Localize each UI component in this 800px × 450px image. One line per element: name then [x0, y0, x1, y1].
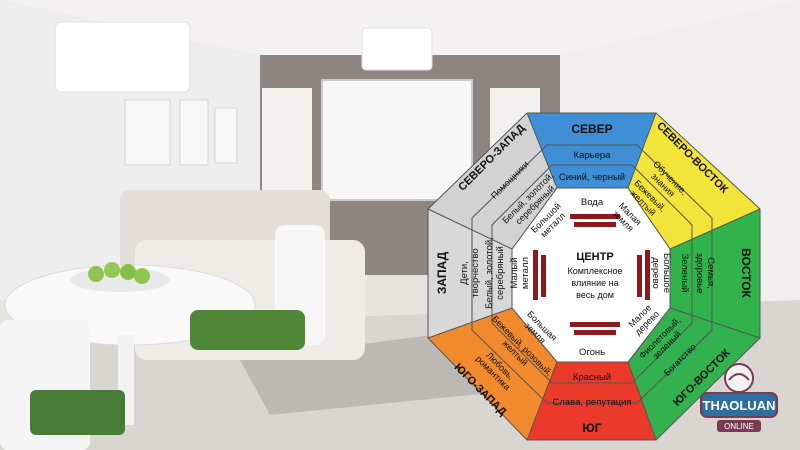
- east-line-2: Зеленый: [679, 254, 690, 293]
- west-line-3: Малый: [509, 258, 520, 289]
- west-line-1: Дети,: [459, 261, 470, 285]
- west-sector: [428, 209, 512, 338]
- west-line-2b: серебряный: [495, 246, 506, 300]
- southwest-sector: [428, 308, 557, 440]
- south-line-2: Красный: [573, 372, 611, 383]
- northeast-sector: [628, 113, 760, 249]
- west-line-3b: металл: [520, 257, 531, 289]
- south-line-3: Огонь: [579, 347, 605, 358]
- center-octagon: [511, 187, 671, 363]
- svg-text:ONLINE: ONLINE: [724, 422, 754, 431]
- west-title: ЗАПАД: [435, 251, 449, 294]
- south-title: ЮГ: [582, 421, 601, 435]
- thaoluan-logo: THAOLUAN ONLINE: [700, 363, 778, 432]
- west-line-1b: творчество: [470, 248, 481, 297]
- south-sector: [527, 362, 656, 440]
- east-line-1: Семья,: [705, 257, 716, 288]
- east-line-3: Большое: [661, 253, 672, 293]
- north-line-2: Синий, черный: [559, 172, 625, 183]
- southeast-sector: [628, 308, 760, 440]
- south-line-1: Слава, репутация: [552, 397, 631, 408]
- east-title: ВОСТОК: [739, 248, 753, 298]
- north-line-3: Вода: [581, 197, 604, 208]
- east-line-1b: здоровье: [694, 253, 705, 294]
- west-line-2: Белый, золотой,: [484, 237, 495, 309]
- north-title: СЕВЕР: [571, 122, 612, 136]
- center-title: ЦЕНТР: [576, 251, 613, 263]
- center-line-3: весь дом: [576, 290, 614, 300]
- east-line-3b: дерево: [650, 257, 661, 289]
- north-sector: [527, 113, 656, 188]
- center-line-1: Комплексное: [567, 266, 622, 276]
- svg-text:THAOLUAN: THAOLUAN: [703, 398, 776, 413]
- north-line-1: Карьера: [574, 150, 612, 161]
- trigram-marks: [533, 214, 650, 335]
- northwest-sector: [428, 113, 557, 249]
- center-line-2: влияние на: [571, 278, 618, 288]
